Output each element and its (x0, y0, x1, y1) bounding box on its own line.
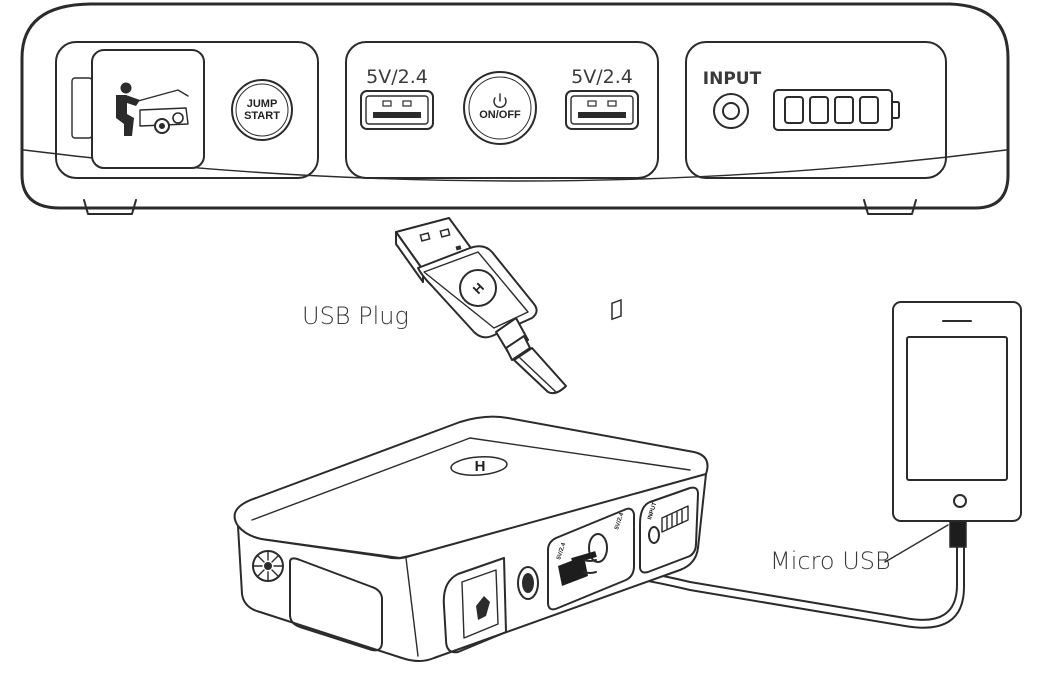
input-label: INPUT (703, 69, 762, 89)
iso-jump-start-button[interactable] (517, 566, 539, 600)
iso-power-button[interactable] (588, 533, 608, 563)
usb-power-section: 5V/2.4 ON/OFF 5V/2.4 (345, 41, 659, 179)
battery-indicator-icon (773, 89, 900, 131)
iso-usb-right-label: 5V/2.4 (614, 512, 625, 531)
iso-jump-port[interactable] (442, 557, 507, 654)
usb-right-label: 5V/2.4 (571, 66, 633, 88)
jump-start-label-line1: JUMP (247, 98, 278, 110)
right-foot (863, 199, 917, 215)
usb-port-right[interactable] (565, 90, 639, 130)
iso-usb-panel: 5V/2.4 5V/2.4 (547, 298, 635, 611)
side-vent-icon (252, 550, 284, 582)
power-button[interactable]: ON/OFF (463, 71, 537, 145)
jump-starter-device: H 5V/2.4 5V/2.4 (233, 298, 709, 662)
jump-start-label-line2: START (244, 110, 280, 122)
micro-usb-callout: Micro USB (770, 547, 891, 575)
usb-left-label: 5V/2.4 (366, 66, 428, 88)
input-battery-section: INPUT (685, 41, 947, 179)
device-logo: H (450, 456, 508, 476)
usb-plug-illustration: H (395, 217, 567, 395)
jump-start-button[interactable]: JUMP START (231, 79, 293, 141)
iso-battery-icon (661, 505, 689, 533)
power-icon (493, 93, 507, 108)
car-person-icon (116, 82, 189, 136)
side-panel (289, 557, 383, 652)
usb-plug-callout: USB Plug (302, 302, 409, 330)
iso-input-label: INPUT (647, 501, 658, 520)
iso-input-panel: INPUT (639, 486, 699, 574)
left-foot (83, 199, 137, 215)
home-button[interactable] (953, 494, 967, 508)
device-front-face (237, 473, 707, 662)
input-port[interactable] (713, 93, 749, 129)
usb-port-left[interactable] (360, 90, 434, 130)
iso-input-port[interactable] (648, 526, 660, 544)
front-panel: JUMP START 5V/2.4 ON/OFF (20, 2, 1010, 215)
inserted-plug (558, 551, 597, 586)
power-label: ON/OFF (479, 109, 521, 121)
iso-usb-left-label: 5V/2.4 (556, 542, 567, 561)
jump-start-section: JUMP START (55, 41, 319, 179)
svg-text:H: H (475, 458, 486, 475)
smartphone (892, 301, 1022, 522)
